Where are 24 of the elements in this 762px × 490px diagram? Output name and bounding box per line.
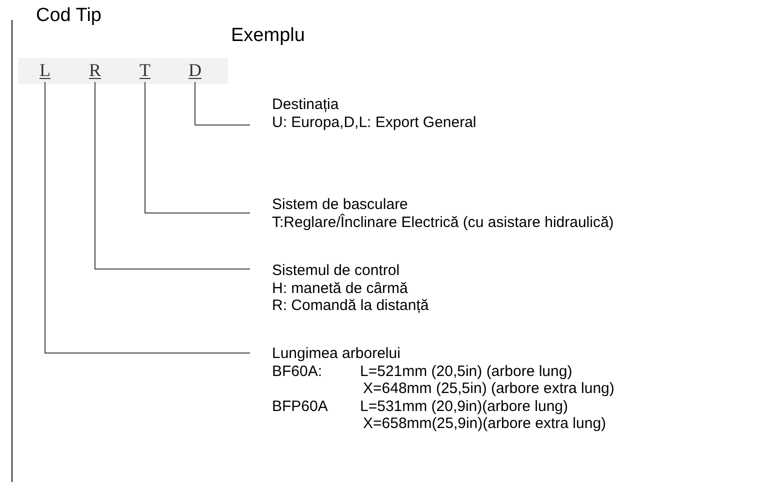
option-text: H: manetă de cârmă: [272, 280, 409, 297]
shaft-length-text: X=648mm (25,5in) (arbore extra lung): [362, 380, 614, 398]
option-text: U: Europa,D,L: Export General: [272, 114, 476, 131]
section-heading: Destinația: [272, 96, 340, 114]
model-code: BFP60A: [272, 398, 329, 415]
leader-line: [144, 82, 250, 214]
title: Cod Tip: [36, 4, 102, 28]
option-text: R: Comandă la distanță: [272, 297, 429, 314]
code-letter: T: [135, 60, 155, 80]
code-letter: L: [35, 60, 55, 80]
option-text: T:Reglare/Înclinare Electrică (cu asistare hidraulică): [272, 214, 614, 231]
shaft-length-text: L=521mm (20,5in) (arbore lung): [360, 362, 574, 380]
code-letter: D: [185, 60, 205, 80]
section-heading: Sistem de basculare: [272, 196, 409, 214]
shaft-length-text: L=531mm (20,9in)(arbore lung): [360, 398, 570, 415]
model-code: BF60A:: [272, 362, 324, 380]
subtitle: Exemplu: [231, 24, 305, 48]
leader-line: [94, 82, 250, 270]
leader-line: [44, 82, 250, 354]
section-heading: Lungimea arborelui: [272, 345, 402, 362]
code-letter: R: [85, 60, 105, 80]
shaft-length-text: X=658mm(25,9in)(arbore extra lung): [362, 415, 608, 432]
leader-line: [194, 82, 250, 126]
section-heading: Sistemul de control: [272, 262, 401, 280]
